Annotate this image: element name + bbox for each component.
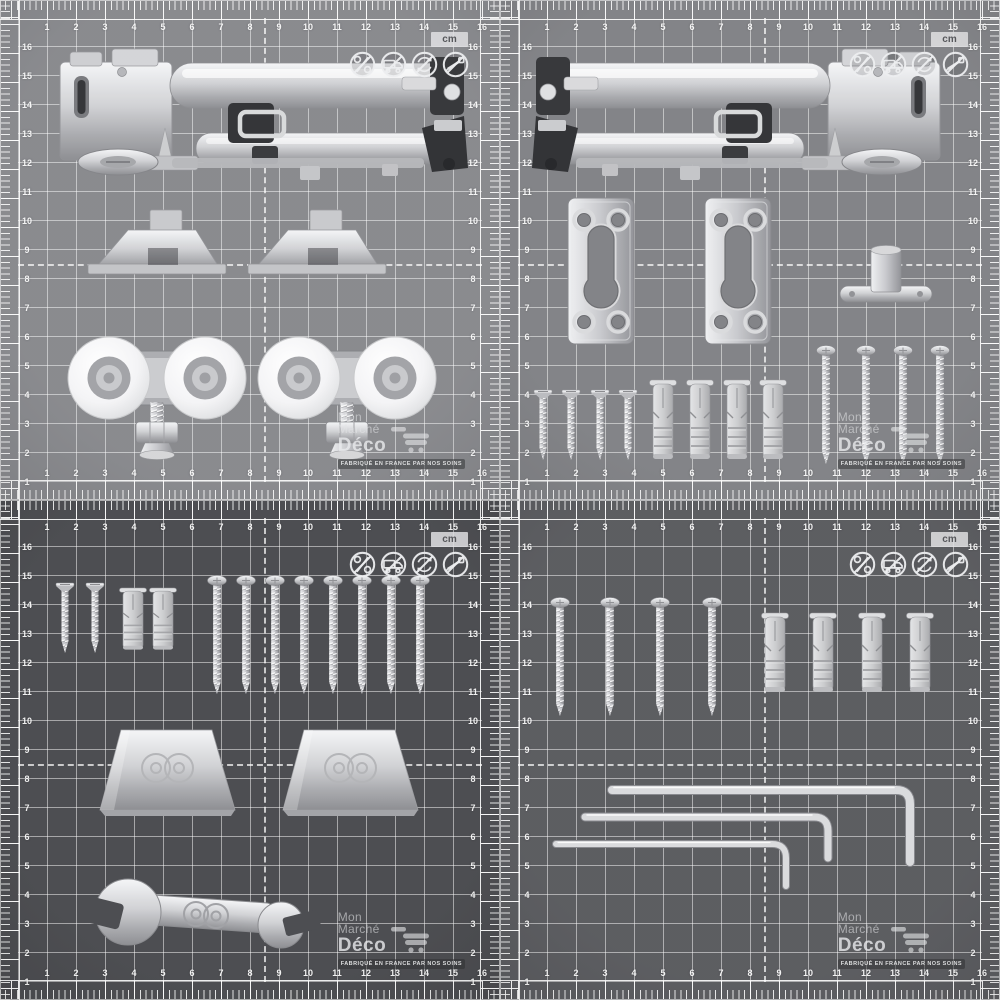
grid-lines	[18, 518, 482, 982]
badge-row	[849, 551, 969, 578]
edge-ruler	[500, 480, 1000, 500]
no-rotate-icon	[411, 551, 438, 578]
edge-ruler	[500, 0, 1000, 20]
no-tool-icon	[942, 51, 969, 78]
no-truck-icon	[880, 51, 907, 78]
edge-ruler	[500, 500, 520, 1000]
edge-ruler	[500, 500, 1000, 520]
grid-lines	[18, 18, 482, 482]
no-rotate-icon	[911, 551, 938, 578]
ruler-unit-label: cm	[431, 32, 468, 47]
no-tool-icon	[442, 551, 469, 578]
edge-ruler	[0, 0, 20, 500]
edge-ruler	[0, 500, 20, 1000]
center-dashed-line-horizontal	[18, 764, 482, 766]
grid-lines	[518, 518, 982, 982]
no-percent-icon	[349, 51, 376, 78]
edge-ruler	[0, 980, 500, 1000]
center-dashed-line-horizontal	[518, 764, 982, 766]
center-dashed-line-vertical	[764, 18, 766, 482]
edge-ruler	[980, 500, 1000, 1000]
ruler-unit-label: cm	[931, 32, 968, 47]
edge-ruler	[0, 500, 500, 520]
edge-ruler	[980, 0, 1000, 500]
no-percent-icon	[849, 51, 876, 78]
badge-row	[349, 51, 469, 78]
no-truck-icon	[880, 551, 907, 578]
no-percent-icon	[849, 551, 876, 578]
center-dashed-line-vertical	[264, 518, 266, 982]
edge-ruler	[480, 500, 500, 1000]
edge-ruler	[500, 0, 520, 500]
no-tool-icon	[942, 551, 969, 578]
center-dashed-line-vertical	[764, 518, 766, 982]
ruler-unit-label: cm	[431, 532, 468, 547]
no-rotate-icon	[911, 51, 938, 78]
edge-ruler	[480, 0, 500, 500]
center-dashed-line-vertical	[264, 18, 266, 482]
grid-lines	[518, 18, 982, 482]
badge-row	[349, 551, 469, 578]
no-percent-icon	[349, 551, 376, 578]
edge-ruler	[0, 480, 500, 500]
ruler-unit-label: cm	[931, 532, 968, 547]
edge-ruler	[0, 0, 500, 20]
no-tool-icon	[442, 51, 469, 78]
edge-ruler	[500, 980, 1000, 1000]
center-dashed-line-horizontal	[518, 264, 982, 266]
no-truck-icon	[380, 551, 407, 578]
no-truck-icon	[380, 51, 407, 78]
no-rotate-icon	[411, 51, 438, 78]
center-dashed-line-horizontal	[18, 264, 482, 266]
badge-row	[849, 51, 969, 78]
